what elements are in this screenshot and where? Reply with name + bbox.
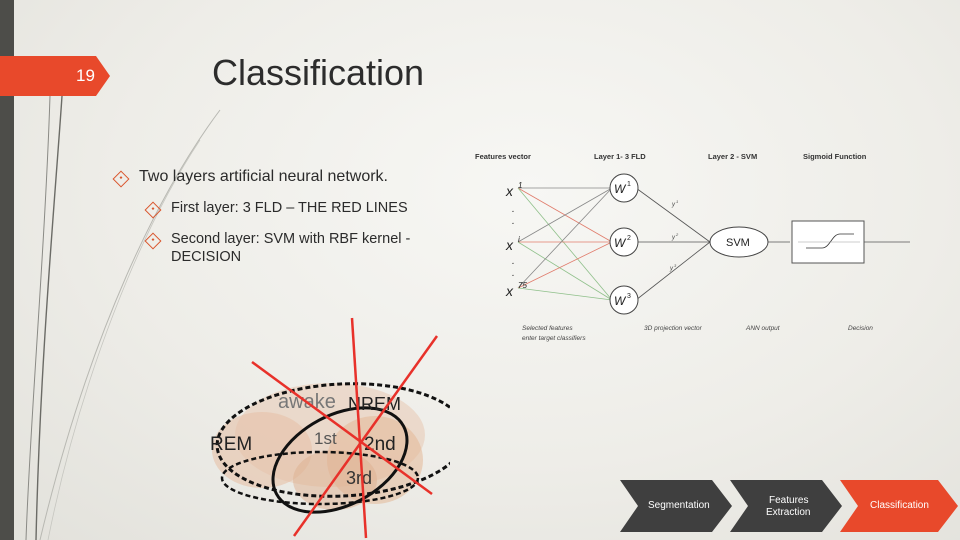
svm-node: [709, 226, 769, 258]
red-line: [350, 317, 368, 539]
node-label: W: [614, 294, 627, 308]
edge-sup: 1: [676, 199, 678, 204]
venn-label: 2nd: [364, 434, 396, 455]
diagram-header: Features vector: [475, 152, 531, 161]
bullet-item: Two layers artificial neural network.: [112, 168, 445, 188]
neural-network-diagram: Features vector Layer 1- 3 FLD Layer 2 -…: [475, 152, 910, 342]
red-line: [292, 335, 439, 537]
edge-sup: 3: [674, 263, 677, 268]
edge-sup: 2: [675, 232, 679, 237]
input-sup: 75: [518, 281, 527, 290]
footer-label: ANN output: [745, 325, 781, 332]
edge-labels: y 1 y 2 y 3: [669, 199, 679, 272]
sigmoid-curve: [806, 233, 854, 249]
bullet-text: Two layers artificial neural network.: [139, 168, 388, 185]
diagram-footer: Selected features enter target classifie…: [522, 325, 873, 342]
input-features: x 1 . . x i . . x 75: [505, 181, 527, 299]
footer-label: 3D projection vector: [644, 325, 703, 332]
page-number-tab: [0, 56, 110, 96]
node-label: W: [614, 182, 627, 196]
venn-label: NREM: [348, 394, 401, 414]
sub-bullet-item: First layer: 3 FLD – THE RED LINES: [144, 199, 445, 219]
step-label: Features: [769, 495, 808, 506]
edge-label: y: [671, 202, 676, 208]
dots: .: [512, 204, 515, 215]
fld-nodes: W 1 W 2 W 3: [609, 173, 639, 315]
diamond-bullet-icon: [112, 170, 130, 188]
input-label: x: [505, 183, 514, 199]
bullet-list: Two layers artificial neural network. Fi…: [112, 168, 445, 279]
input-label: x: [505, 237, 514, 253]
svm-label: SVM: [726, 237, 750, 249]
page-number: 19: [76, 66, 95, 85]
diagram-header: Layer 2 - SVM: [708, 152, 757, 161]
dots: .: [512, 216, 515, 227]
step-label: Extraction: [766, 507, 810, 518]
diamond-bullet-icon: [144, 232, 162, 250]
node-sup: 1: [627, 181, 631, 188]
red-line: [251, 360, 433, 496]
input-sup: 1: [518, 181, 522, 190]
diagram-header: Layer 1- 3 FLD: [594, 152, 646, 161]
node-label: W: [614, 236, 627, 250]
dots: .: [512, 256, 515, 267]
process-steps: Segmentation Features Extraction Classif…: [620, 480, 958, 532]
step-classification: [840, 480, 958, 532]
footer-label: Selected features: [522, 325, 573, 332]
sleep-stages-venn: awake NREM REM 1st 2nd 3rd: [210, 317, 450, 539]
slide-title: Classification: [212, 52, 425, 93]
left-sidebar-bar: [0, 0, 14, 540]
bullet-text: First layer: 3 FLD – THE RED LINES: [171, 200, 408, 216]
venn-label: 3rd: [346, 468, 372, 488]
footer-label: enter target classifiers: [522, 335, 586, 342]
node-sup: 3: [627, 293, 631, 300]
venn-label: 1st: [314, 429, 337, 448]
footer-label: Decision: [848, 325, 873, 332]
step-label: Segmentation: [648, 500, 710, 511]
input-label: x: [505, 283, 514, 299]
diamond-bullet-icon: [144, 201, 162, 219]
dots: .: [512, 268, 515, 279]
step-segmentation: [620, 480, 732, 532]
connections: [517, 187, 910, 301]
edge-label: y: [669, 266, 674, 272]
edge-label: y: [671, 235, 676, 241]
step-features-extraction: [730, 480, 842, 532]
sub-bullet-item: Second layer: SVM with RBF kernel -DECIS…: [144, 230, 445, 266]
diagram-header: Sigmoid Function: [803, 152, 867, 161]
node-sup: 2: [627, 235, 631, 242]
bullet-text: Second layer: SVM with RBF kernel -DECIS…: [171, 231, 411, 265]
decorative-lines: [25, 95, 221, 540]
input-sup: i: [518, 235, 520, 244]
step-label: Classification: [870, 500, 929, 511]
venn-label: REM: [210, 434, 252, 455]
